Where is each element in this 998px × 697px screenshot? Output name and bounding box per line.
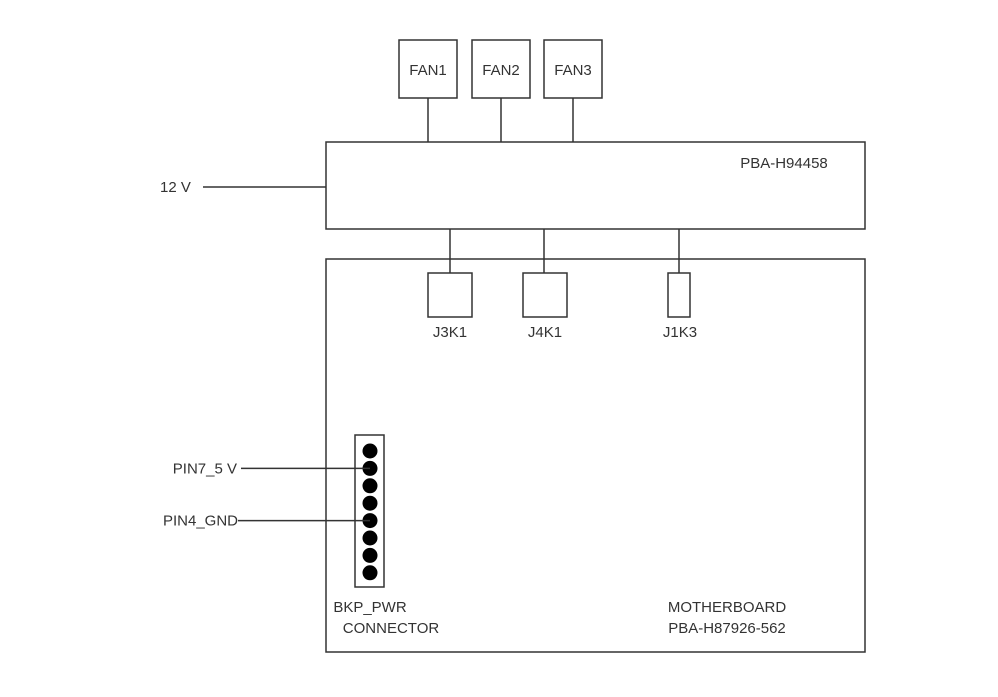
bkp-pwr-connector: BKP_PWR CONNECTOR [333,434,440,637]
j4k1-box [522,272,568,318]
connector-pin [362,495,378,511]
connector-pin [362,443,378,459]
j4k1-label: J4K1 [528,324,562,341]
fan-1-label: FAN1 [409,62,447,79]
fan-2-box [471,39,531,99]
fan-3: FAN3 [543,39,603,99]
bkp-pwr-pins [362,443,378,581]
j1k3-label: J1K3 [663,324,697,341]
motherboard: MOTHERBOARD PBA-H87926-562 [325,258,866,653]
fan-2-label: FAN2 [482,62,520,79]
connector-pin [362,530,378,546]
motherboard-box [325,258,866,653]
fan-board-box [325,141,866,230]
fan-board-label: PBA-H94458 [740,155,828,172]
connector-j3k1: J3K1 [427,272,473,341]
connector-pin [362,547,378,563]
bkp-pwr-label: BKP_PWR [333,599,407,616]
fan-board: PBA-H94458 [325,141,866,230]
j3k1-label: J3K1 [433,324,467,341]
connector-j4k1: J4K1 [522,272,568,341]
power-input-label: 12 V [160,179,191,196]
fan-1-box [398,39,458,99]
bkp-pwr-label-line2: CONNECTOR [343,620,440,637]
connector-j1k3: J1K3 [663,272,697,341]
j3k1-box [427,272,473,318]
j1k3-box [667,272,691,318]
fan-3-label: FAN3 [554,62,592,79]
pin7-5v-label: PIN7_5 V [173,460,237,477]
pin4-gnd-label: PIN4_GND [163,513,238,530]
fan-2: FAN2 [471,39,531,99]
motherboard-label: MOTHERBOARD [668,599,787,616]
fan-1: FAN1 [398,39,458,99]
motherboard-part-number: PBA-H87926-562 [668,620,786,637]
connector-pin [362,478,378,494]
connector-pin [362,565,378,581]
